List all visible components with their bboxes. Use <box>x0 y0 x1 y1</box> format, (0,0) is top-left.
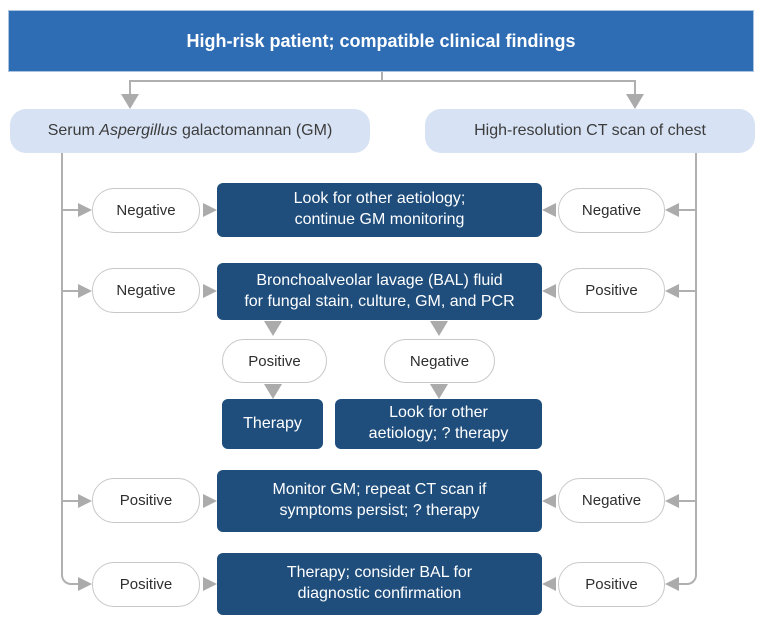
arrow-down-icon <box>430 384 448 399</box>
oval-label: Positive <box>119 492 173 509</box>
oval-ct-negative-r1: Negative <box>558 188 665 233</box>
arrow-right-icon <box>203 284 217 298</box>
box-therapy: Therapy <box>222 399 323 449</box>
box-text-line: continue GM monitoring <box>294 211 465 228</box>
oval-label: Negative <box>409 352 470 370</box>
box-text-line: for fungal stain, culture, GM, and PCR <box>244 292 515 310</box>
banner-stub-line <box>381 72 383 81</box>
oval-label: Positive <box>119 576 173 593</box>
arrow-down-icon <box>626 94 644 109</box>
right-branch-stub <box>634 80 636 94</box>
box-text-line: diagnostic confirmation <box>297 585 462 602</box>
right-branch-line-r4 <box>679 500 696 502</box>
box-text-line: Bronchoalveolar lavage (BAL) fluid <box>256 271 503 289</box>
oval-label: Positive <box>585 576 638 593</box>
arrow-left-icon <box>542 284 556 298</box>
box-look-other-therapy: Look for other aetiology; ? therapy <box>335 399 542 449</box>
arrow-left-icon <box>665 284 679 298</box>
arrow-right-icon <box>78 284 92 298</box>
arrow-left-icon <box>665 203 679 217</box>
arrow-right-icon <box>203 203 217 217</box>
left-rail-line <box>61 153 79 585</box>
oval-bal-positive: Positive <box>222 339 327 383</box>
oval-ct-positive-r5: Positive <box>558 562 665 607</box>
pill-serum-label: Serum Aspergillus galactomannan (GM) <box>47 122 333 139</box>
arrow-down-icon <box>264 321 282 336</box>
box-text-line: aetiology; ? therapy <box>368 425 509 442</box>
arrow-right-icon <box>78 203 92 217</box>
banner-title: High-risk patient; compatible clinical f… <box>186 30 576 51</box>
oval-gm-negative-r2: Negative <box>92 268 200 313</box>
oval-label: Positive <box>585 282 638 299</box>
box-bal-fluid: Bronchoalveolar lavage (BAL) fluid for f… <box>217 263 542 320</box>
oval-gm-positive-r5: Positive <box>92 562 200 607</box>
box-text-line: Therapy; consider BAL for <box>286 564 473 582</box>
arrow-right-icon <box>203 494 217 508</box>
box-text-line: symptoms persist; ? therapy <box>279 502 480 519</box>
pill-ct-label: High-resolution CT scan of chest <box>474 122 706 139</box>
arrow-right-icon <box>78 494 92 508</box>
oval-label: Negative <box>581 492 642 509</box>
oval-label: Positive <box>248 352 301 370</box>
pill-ct-scan: High-resolution CT scan of chest <box>425 109 755 153</box>
oval-gm-negative-r1: Negative <box>92 188 200 233</box>
left-branch-line-r4 <box>62 500 78 502</box>
oval-bal-negative: Negative <box>384 339 495 383</box>
banner-branch-line <box>129 80 636 82</box>
arrow-left-icon <box>542 203 556 217</box>
box-text-line: Look for other aetiology; <box>293 190 466 208</box>
oval-label: Negative <box>116 282 176 299</box>
arrow-right-icon <box>203 577 217 591</box>
left-branch-line-r1 <box>62 209 78 211</box>
right-branch-line-r2 <box>679 290 696 292</box>
oval-label: Negative <box>581 202 642 219</box>
banner-high-risk-patient: High-risk patient; compatible clinical f… <box>8 10 754 72</box>
oval-label: Negative <box>116 202 176 219</box>
left-branch-line-r2 <box>62 290 78 292</box>
pill-serum-galactomannan: Serum Aspergillus galactomannan (GM) <box>10 109 370 153</box>
oval-ct-negative-r4: Negative <box>558 478 665 523</box>
box-therapy-consider-bal: Therapy; consider BAL for diagnostic con… <box>217 553 542 615</box>
box-look-other-aetiology: Look for other aetiology; continue GM mo… <box>217 183 542 237</box>
arrow-right-icon <box>78 577 92 591</box>
left-branch-stub <box>129 80 131 94</box>
arrow-left-icon <box>542 494 556 508</box>
arrow-left-icon <box>665 494 679 508</box>
oval-ct-positive-r2: Positive <box>558 268 665 313</box>
arrow-left-icon <box>665 577 679 591</box>
oval-gm-positive-r4: Positive <box>92 478 200 523</box>
arrow-down-icon <box>121 94 139 109</box>
box-text-line: Therapy <box>243 414 302 432</box>
right-branch-line-r1 <box>679 209 696 211</box>
box-text-line: Look for other <box>389 404 488 422</box>
arrow-left-icon <box>542 577 556 591</box>
right-rail-line <box>679 153 697 585</box>
arrow-down-icon <box>430 321 448 336</box>
arrow-down-icon <box>264 384 282 399</box>
box-monitor-gm: Monitor GM; repeat CT scan if symptoms p… <box>217 470 542 532</box>
box-text-line: Monitor GM; repeat CT scan if <box>272 481 487 499</box>
